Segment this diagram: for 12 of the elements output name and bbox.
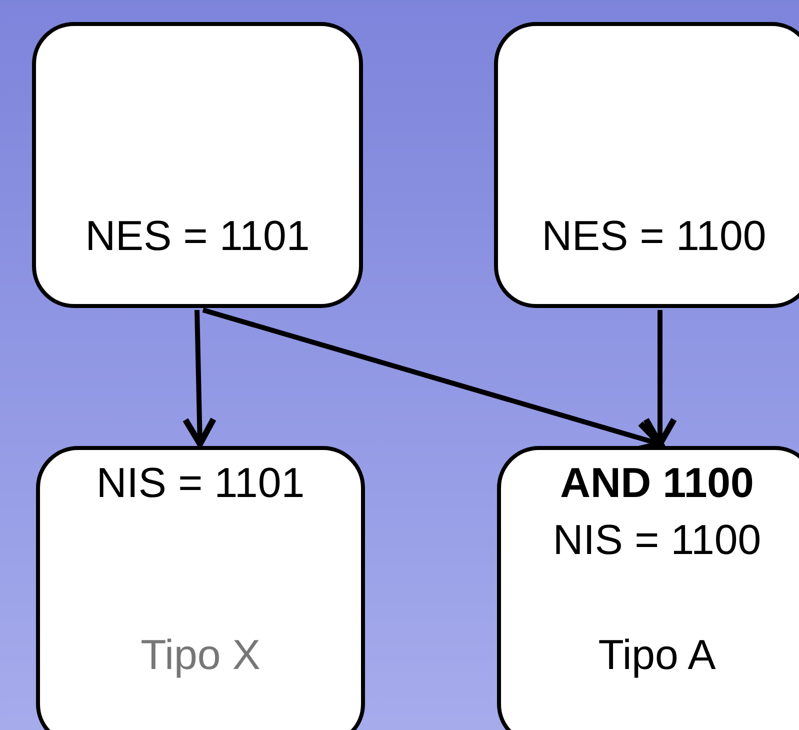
box-label: AND 1100 [559,458,755,508]
box-label: NES = 1100 [540,211,768,261]
box-label: Tipo A [597,630,717,680]
box-label: NES = 1101 [84,211,311,261]
rounded-box [36,446,365,730]
rounded-box [497,446,799,730]
arrow [182,310,216,448]
rounded-box [32,22,363,308]
rounded-box [494,22,799,308]
box-label: Tipo X [140,630,262,680]
box-label: NIS = 1100 [552,515,762,565]
box-label: NIS = 1101 [95,458,306,508]
